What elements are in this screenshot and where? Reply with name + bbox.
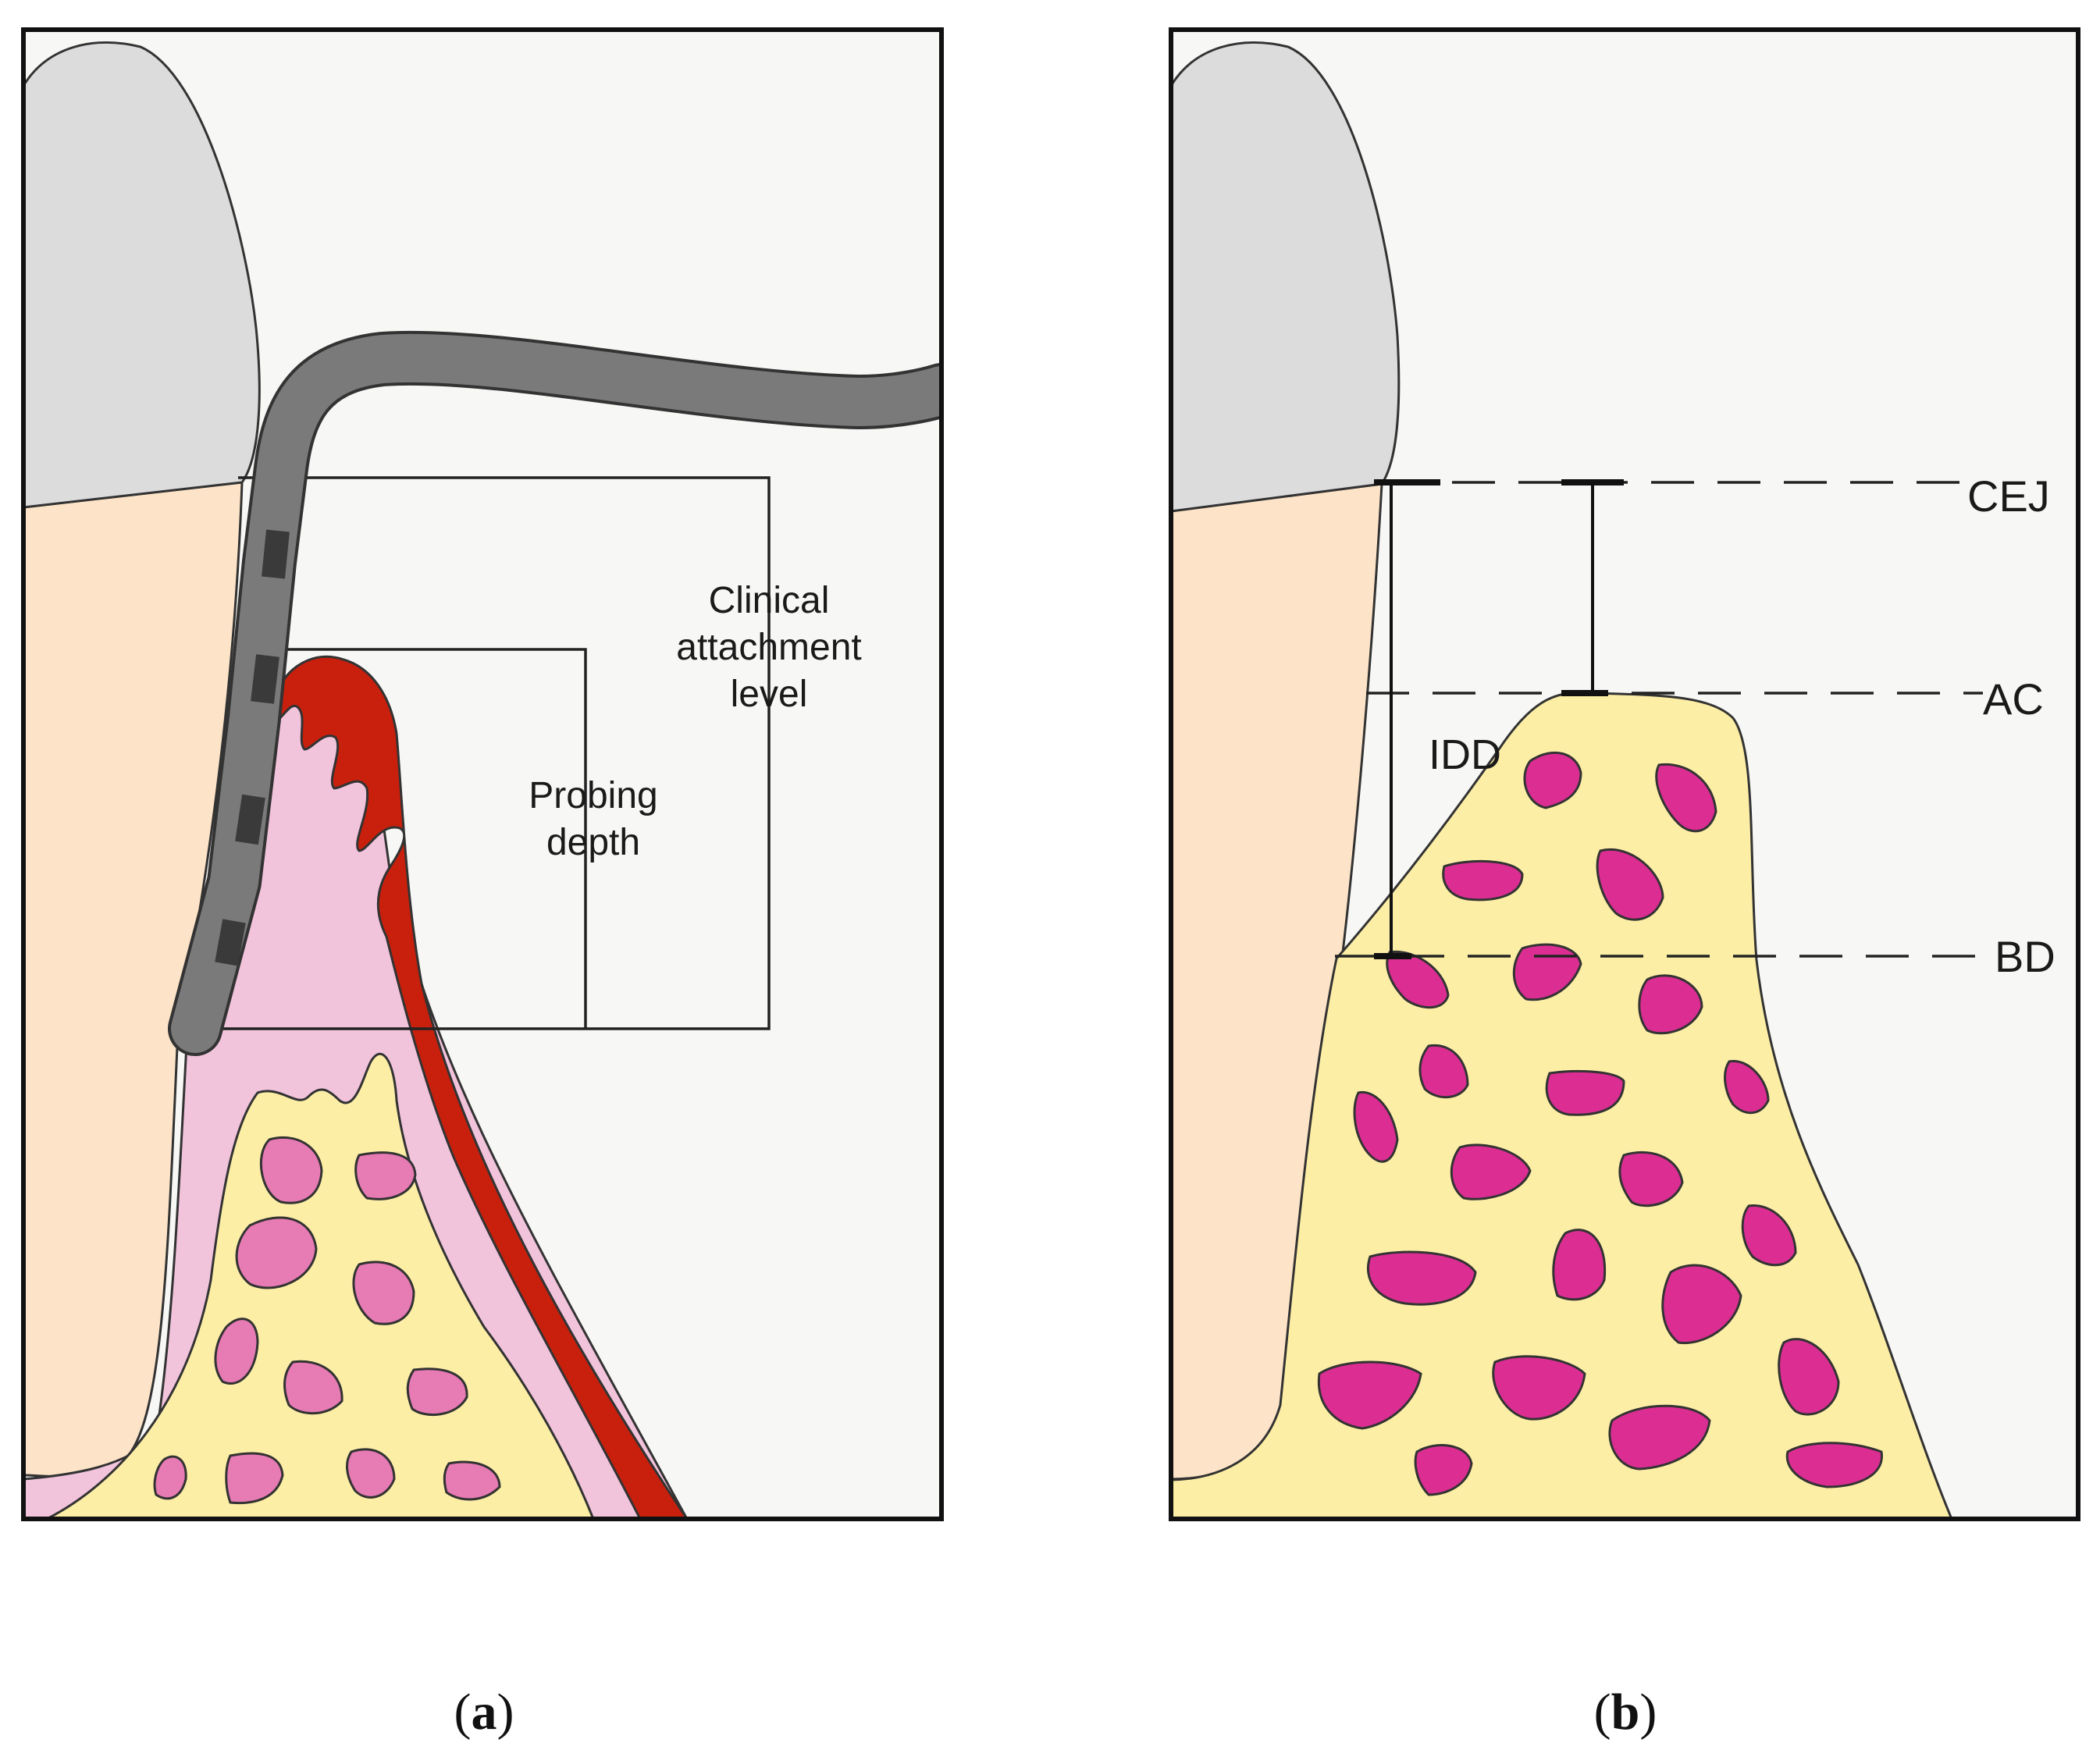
- marrow-space: [1492, 1355, 1586, 1421]
- label-ac: AC: [1983, 674, 2044, 724]
- marrow-space: [235, 1216, 318, 1289]
- probe-mark: [262, 529, 290, 579]
- label-clinical-attachment-level-line1: Clinical: [709, 580, 830, 621]
- marrow-space: [352, 1261, 415, 1325]
- marrow-space: [1418, 1044, 1469, 1099]
- pd-bracket-line: [278, 648, 587, 1029]
- measurement-brackets: [195, 476, 771, 1030]
- panel-a: Clinical attachment level Probing depth …: [21, 27, 944, 1741]
- probe-markings: [215, 529, 290, 966]
- gingival-epithelium: [272, 655, 689, 1519]
- panel-a-frame: [21, 27, 944, 1521]
- marrow-space: [1741, 1204, 1797, 1267]
- label-bd: BD: [1995, 932, 2056, 981]
- probe-mark: [235, 794, 265, 845]
- marrow-space: [1552, 1229, 1607, 1301]
- marrow-space: [1512, 943, 1582, 1001]
- marrow-space: [346, 1448, 396, 1499]
- caption-a-close: ): [497, 1684, 514, 1741]
- label-probing-depth-line1: Probing: [529, 775, 657, 816]
- tooth-crown-enamel: [1171, 41, 1401, 513]
- marrow-space: [354, 1151, 417, 1200]
- marrow-space: [1545, 1070, 1625, 1116]
- marrow-space: [443, 1460, 501, 1501]
- label-probing-depth-line2: depth: [546, 822, 640, 863]
- caption-b-close: ): [1639, 1684, 1657, 1741]
- marrow-space: [1785, 1442, 1883, 1488]
- marrow-space: [1778, 1338, 1840, 1416]
- marrow-space: [283, 1360, 343, 1415]
- label-cej: CEJ: [1967, 471, 2050, 521]
- caption-a-open: (: [454, 1684, 472, 1741]
- caption-b-letter: b: [1611, 1684, 1640, 1741]
- marrow-space: [1655, 763, 1717, 833]
- label-clinical-attachment-level-line2: attachment: [676, 627, 861, 668]
- probe-mark: [251, 654, 279, 704]
- marrow-space: [1638, 974, 1703, 1035]
- reference-lines: [1335, 481, 1991, 958]
- probe-shaft-fill: [171, 333, 941, 1053]
- caption-b: (b): [1594, 1684, 1657, 1741]
- marrow-space: [1366, 1250, 1477, 1306]
- label-idd: IDD: [1429, 731, 1501, 778]
- measurement-bars: [1374, 479, 1624, 959]
- marrow-space: [225, 1452, 284, 1505]
- marrow-space: [1414, 1444, 1473, 1496]
- marrow-space: [1386, 950, 1450, 1009]
- label-clinical-attachment-level-line3: level: [731, 674, 808, 715]
- caption-a-letter: a: [472, 1684, 497, 1741]
- marrow-space: [1353, 1090, 1399, 1163]
- marrow-space: [1523, 751, 1582, 809]
- probe-mark: [215, 919, 246, 966]
- marrow-space: [1596, 848, 1664, 921]
- marrow-space: [406, 1367, 468, 1417]
- panel-b: CEJ AC BD IDD (b): [1169, 27, 2080, 1741]
- marrow-space: [1442, 860, 1524, 902]
- marrow-space: [1608, 1404, 1711, 1471]
- panel-b-frame: [1169, 27, 2080, 1521]
- marrow-spaces-a: [153, 1136, 501, 1505]
- marrow-space: [1317, 1360, 1422, 1430]
- marrow-space: [1450, 1143, 1532, 1200]
- tooth-crown-enamel: [23, 41, 261, 509]
- cal-bracket-line: [195, 476, 771, 1030]
- marrow-spaces-b: [1317, 751, 1883, 1496]
- caption-a: (a): [454, 1684, 514, 1741]
- marrow-space: [153, 1455, 187, 1500]
- probe-tip: [180, 895, 227, 1033]
- marrow-space: [1661, 1264, 1742, 1345]
- periodontal-probe: [168, 330, 941, 1056]
- caption-b-open: (: [1594, 1684, 1611, 1741]
- marrow-space: [1724, 1060, 1770, 1115]
- marrow-space: [259, 1136, 323, 1204]
- marrow-space: [1618, 1151, 1684, 1207]
- marrow-space: [214, 1318, 259, 1385]
